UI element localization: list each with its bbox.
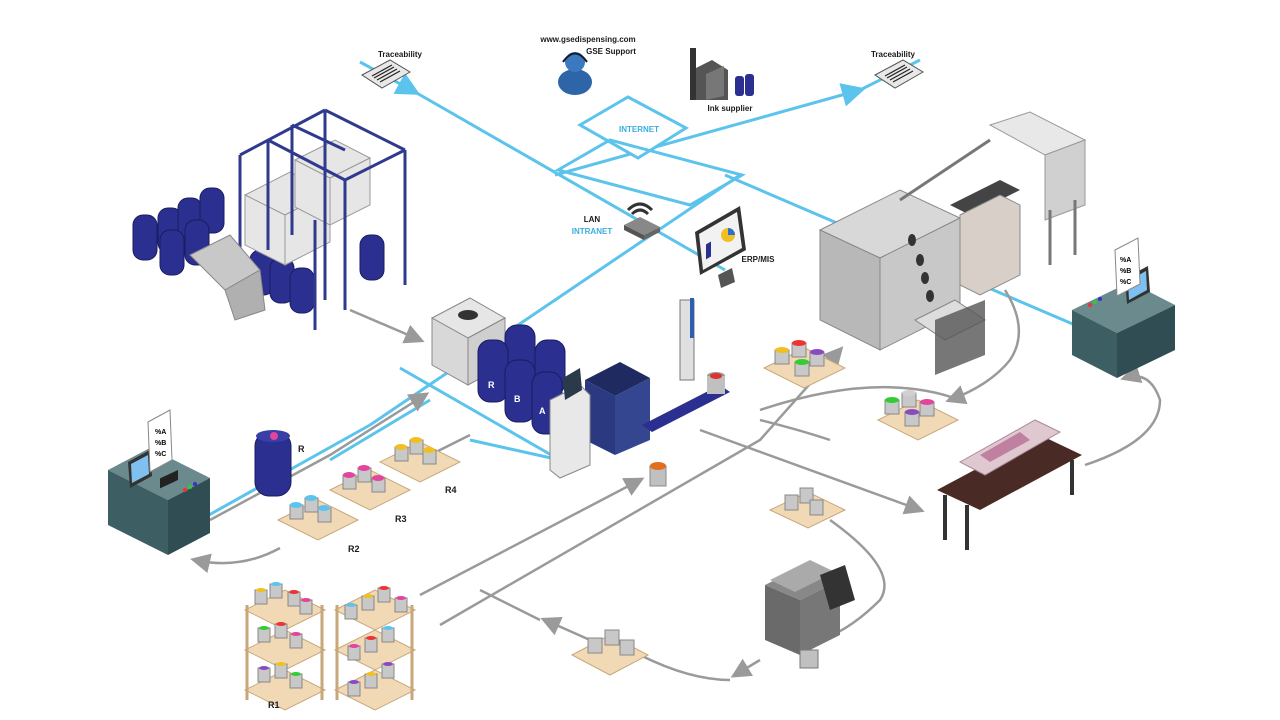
traceability-right: Traceability (871, 50, 924, 89)
drum-r-label: R (298, 444, 305, 454)
bulk-tank-farm (132, 108, 407, 330)
internet-label: INTERNET (619, 125, 659, 134)
pallet-r2: R2 (276, 495, 360, 554)
formula-right-b: %B (1120, 268, 1131, 275)
formula-left-b: %B (155, 440, 166, 447)
tank-b-label: B (514, 394, 521, 404)
erp-mis-label: ERP/MIS (742, 255, 776, 264)
formula-card-right (1114, 237, 1141, 297)
traceability-left-label: Traceability (378, 50, 423, 59)
formula-right-c: %C (1120, 279, 1131, 286)
formula-left-a: %A (155, 429, 166, 436)
ink-mill (765, 560, 855, 669)
dispensing-station: R B A (430, 297, 730, 487)
gse-support: www.gsedispensing.com GSE Support (539, 35, 636, 95)
formula-left-c: %C (155, 451, 166, 458)
support-agent-icon (558, 69, 592, 95)
pallet-r3-label: R3 (395, 514, 407, 524)
lan-label: LAN (584, 215, 601, 224)
ink-supplier-label: Ink supplier (708, 104, 753, 113)
lan-router: LAN INTRANET (572, 202, 660, 240)
gse-url-label: www.gsedispensing.com (539, 35, 635, 44)
pallet-r4: R4 (378, 437, 462, 495)
erp-mis-terminal: ERP/MIS (695, 206, 775, 288)
wifi-icon (626, 202, 654, 216)
drum-r: R (254, 430, 305, 497)
factory-icon (690, 48, 696, 100)
rack-r1: R1 (243, 582, 417, 711)
intranet-label: INTRANET (572, 227, 613, 236)
pallet-top-right (762, 340, 847, 389)
proofing-table (937, 419, 1082, 550)
formula-card-left (147, 409, 173, 473)
rack-r1-label: R1 (268, 700, 280, 710)
pallet-bottom (570, 629, 650, 676)
pallet-r2-label: R2 (348, 544, 360, 554)
traceability-left: Traceability (361, 50, 423, 89)
pallet-r4-label: R4 (445, 485, 457, 495)
pallet-mid (768, 487, 847, 529)
formula-right-a: %A (1120, 257, 1131, 264)
workstation-left: %A %B %C (108, 409, 210, 555)
tank-r-label: R (488, 380, 495, 390)
traceability-right-label: Traceability (871, 50, 916, 59)
printing-press (818, 111, 1087, 375)
gse-support-label: GSE Support (586, 47, 636, 56)
internet-hub: INTERNET (554, 95, 746, 207)
pallet-mid-right (876, 390, 960, 441)
workstation-right: %A %B %C (1072, 237, 1175, 378)
tank-a-label: A (539, 406, 546, 416)
ink-supplier: Ink supplier (690, 48, 754, 113)
pallet-r3: R3 (328, 465, 412, 524)
